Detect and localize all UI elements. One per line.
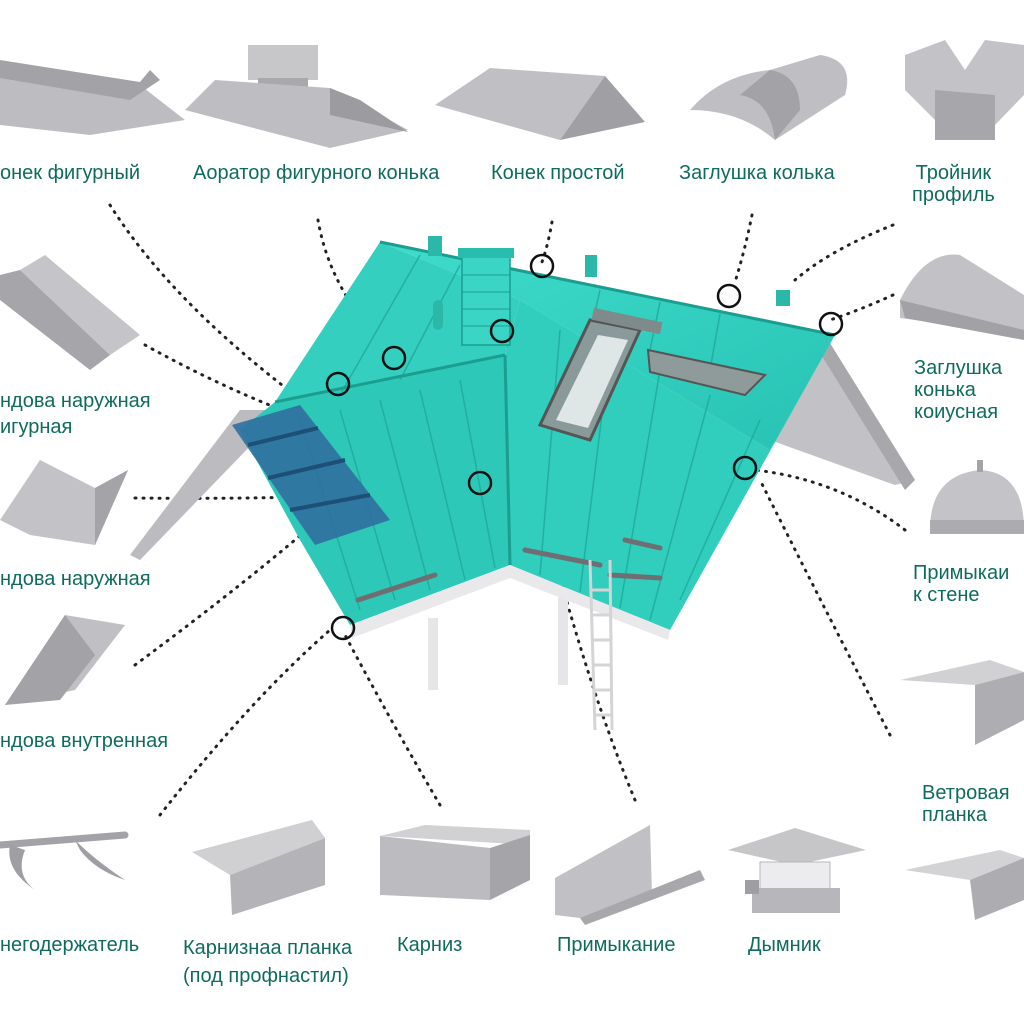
- parts: [0, 40, 1024, 925]
- roof-vent-box: [646, 348, 768, 397]
- leader-vetrovaya: [758, 478, 892, 737]
- callout-markers: [325, 253, 844, 641]
- roof-post-left: [428, 618, 438, 690]
- chimney-bricks: [462, 274, 510, 327]
- roof-eave: [350, 565, 670, 640]
- callout-1: [529, 253, 555, 279]
- label-troynik-line1: Тройник: [915, 162, 992, 184]
- label-zaglushka-konusnaya: Заглушка конька коиусная: [914, 357, 1002, 423]
- label-karniznaya: Карнизнаа планка (под профнастил): [183, 934, 352, 990]
- callout-8: [732, 455, 758, 481]
- label-endova-vnutrennaya: ндова внутренная: [0, 730, 169, 752]
- leader-konek-figurny: [108, 203, 297, 397]
- top-hatch: [591, 307, 663, 335]
- label-konek-figurny: онек фигурный: [0, 162, 141, 184]
- label-vetrovaya-line2: планка: [922, 804, 987, 826]
- part-endova-vnut-icon: [5, 615, 125, 705]
- label-vetrovaya-line1: Ветровая: [922, 782, 1010, 804]
- main-ridge: [379, 240, 836, 337]
- leader-zaglushka-konka: [733, 213, 754, 284]
- roof-model: [130, 236, 915, 731]
- antenna-vent: [433, 300, 443, 330]
- label-karniz: Карниз: [397, 934, 463, 956]
- walkway-steps: [247, 426, 371, 512]
- leader-snegoderzhatel: [158, 628, 332, 817]
- part-vetrovaya-icon: [900, 660, 1024, 745]
- label-endova-nar-fig-line2: игурная: [0, 416, 73, 438]
- label-troynik-line2: профиль: [912, 184, 995, 206]
- chimney-cap: [458, 248, 514, 258]
- part-zaglushka-konka-icon: [690, 55, 848, 140]
- label-zaglushka-konka: Заглушка колька: [679, 162, 835, 184]
- vent-pipe-1: [428, 236, 442, 256]
- part-bottom-right-plank-icon: [905, 850, 1024, 920]
- label-endova-nar-fig: ндова наружная игурная: [0, 388, 151, 440]
- part-primykanie-icon: [555, 825, 705, 925]
- label-karniznaya-line2: (под профнастил): [183, 965, 349, 987]
- left-gable: [130, 410, 285, 560]
- vent-pipe-3: [776, 290, 790, 306]
- part-troynik-icon: [905, 40, 1024, 140]
- part-karniznaya-icon: [192, 820, 325, 915]
- callout-6: [489, 318, 515, 344]
- leader-troynik: [793, 223, 895, 282]
- hip-ridge: [274, 353, 506, 404]
- label-aerator: Аоратор фигурного конька: [193, 162, 440, 184]
- callout-9: [330, 615, 356, 641]
- roof-post-right: [558, 590, 568, 685]
- part-endova-nar-fig-icon: [0, 255, 140, 370]
- leader-endova-fig: [143, 343, 412, 452]
- part-konek-figurny-icon: [0, 60, 185, 135]
- label-dymnik: Дымник: [748, 934, 821, 956]
- label-primykanie-stene: Примыкаи к стене: [913, 562, 1009, 606]
- part-konek-prostoy-icon: [435, 68, 645, 140]
- label-karniznaya-line1: Карнизнаа планка: [183, 937, 353, 959]
- part-aerator-icon: [185, 45, 408, 148]
- vent-pipe-2: [585, 255, 597, 277]
- part-zaglushka-konusnaya-icon: [900, 254, 1024, 340]
- part-snegoderzhatel-icon: [0, 831, 129, 890]
- label-endova-nar-fig-line1: ндова наружная: [0, 390, 151, 412]
- label-primykanie: Примыкание: [557, 934, 676, 956]
- part-karniz-icon: [380, 825, 530, 900]
- part-endova-nar-icon: [0, 460, 128, 545]
- snow-guards: [355, 537, 663, 603]
- label-zaglushka-konusnaya-line2: конька: [914, 379, 976, 401]
- callout-7: [467, 470, 493, 496]
- leader-karniznaya: [343, 633, 442, 807]
- label-konek-prostoy: Конек простой: [491, 162, 625, 184]
- part-primykanie-stene-icon: [930, 460, 1024, 534]
- callout-4: [381, 345, 407, 371]
- skylight-glass: [556, 335, 628, 428]
- callout-5: [325, 371, 351, 397]
- chimney: [461, 254, 511, 346]
- label-primykanie-stene-line1: Примыкаи: [913, 562, 1010, 584]
- leader-primykanie-stene: [753, 468, 907, 532]
- roof-ladder: [588, 559, 614, 731]
- label-zaglushka-konusnaya-line1: Заглушка: [914, 357, 1003, 379]
- callout-3: [818, 311, 844, 337]
- part-dymnik-icon: [728, 828, 866, 913]
- label-endova-naruzhnaya: ндова наружная: [0, 568, 151, 590]
- label-vetrovaya: Ветровая планка: [922, 782, 1010, 826]
- label-zaglushka-konusnaya-line3: коиусная: [914, 401, 999, 423]
- label-snegoderzhatel: негодержатель: [0, 934, 140, 956]
- roof-left-slope: [275, 242, 520, 402]
- callout-2: [716, 283, 742, 309]
- valley-line: [503, 354, 512, 566]
- right-gable-edge: [815, 335, 915, 490]
- label-primykanie-stene-line2: к стене: [913, 584, 980, 606]
- label-troynik: Тройник профиль: [912, 162, 995, 206]
